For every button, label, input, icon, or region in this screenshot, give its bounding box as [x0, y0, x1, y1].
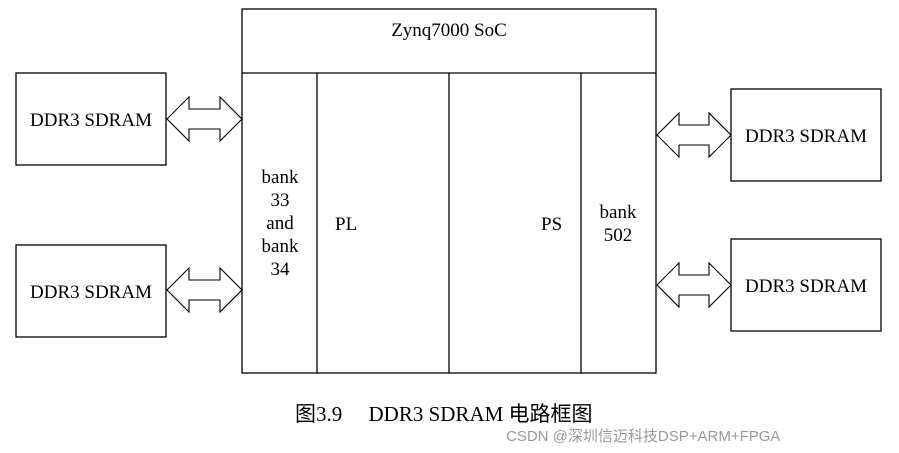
- double-arrow-icon: [656, 111, 732, 159]
- bank-left-line: bank: [262, 167, 299, 188]
- ddr-right-1: DDR3 SDRAM: [730, 88, 882, 182]
- ddr-label: DDR3 SDRAM: [30, 110, 152, 131]
- bank-right-line: 502: [604, 225, 633, 246]
- ddr-left-2: DDR3 SDRAM: [15, 244, 167, 338]
- bank-left-line: 34: [271, 259, 291, 280]
- bank-right-line: bank: [600, 202, 637, 223]
- figure-caption: 图3.9 DDR3 SDRAM 电路框图: [295, 402, 593, 426]
- double-arrow-icon: [656, 261, 732, 309]
- bank-left-line: and: [266, 213, 294, 234]
- ddr-label: DDR3 SDRAM: [745, 276, 867, 297]
- double-arrow-icon: [166, 95, 243, 143]
- bank-33-34-block: bank 33 and bank 34: [262, 167, 299, 280]
- ddr-label: DDR3 SDRAM: [30, 282, 152, 303]
- ddr-label: DDR3 SDRAM: [745, 126, 867, 147]
- bank-left-line: 33: [271, 190, 290, 211]
- double-arrow-icon: [166, 266, 243, 314]
- bank-left-line: bank: [262, 236, 299, 257]
- bank-502-block: bank 502: [600, 202, 637, 246]
- watermark: CSDN @深圳信迈科技DSP+ARM+FPGA: [506, 428, 781, 445]
- ddr-left-1: DDR3 SDRAM: [15, 72, 167, 166]
- soc-block: Zynq7000 SoC: [241, 8, 657, 374]
- pl-label: PL: [335, 214, 357, 235]
- ddr-right-2: DDR3 SDRAM: [730, 238, 882, 332]
- soc-title: Zynq7000 SoC: [391, 20, 507, 41]
- ps-label: PS: [541, 214, 562, 235]
